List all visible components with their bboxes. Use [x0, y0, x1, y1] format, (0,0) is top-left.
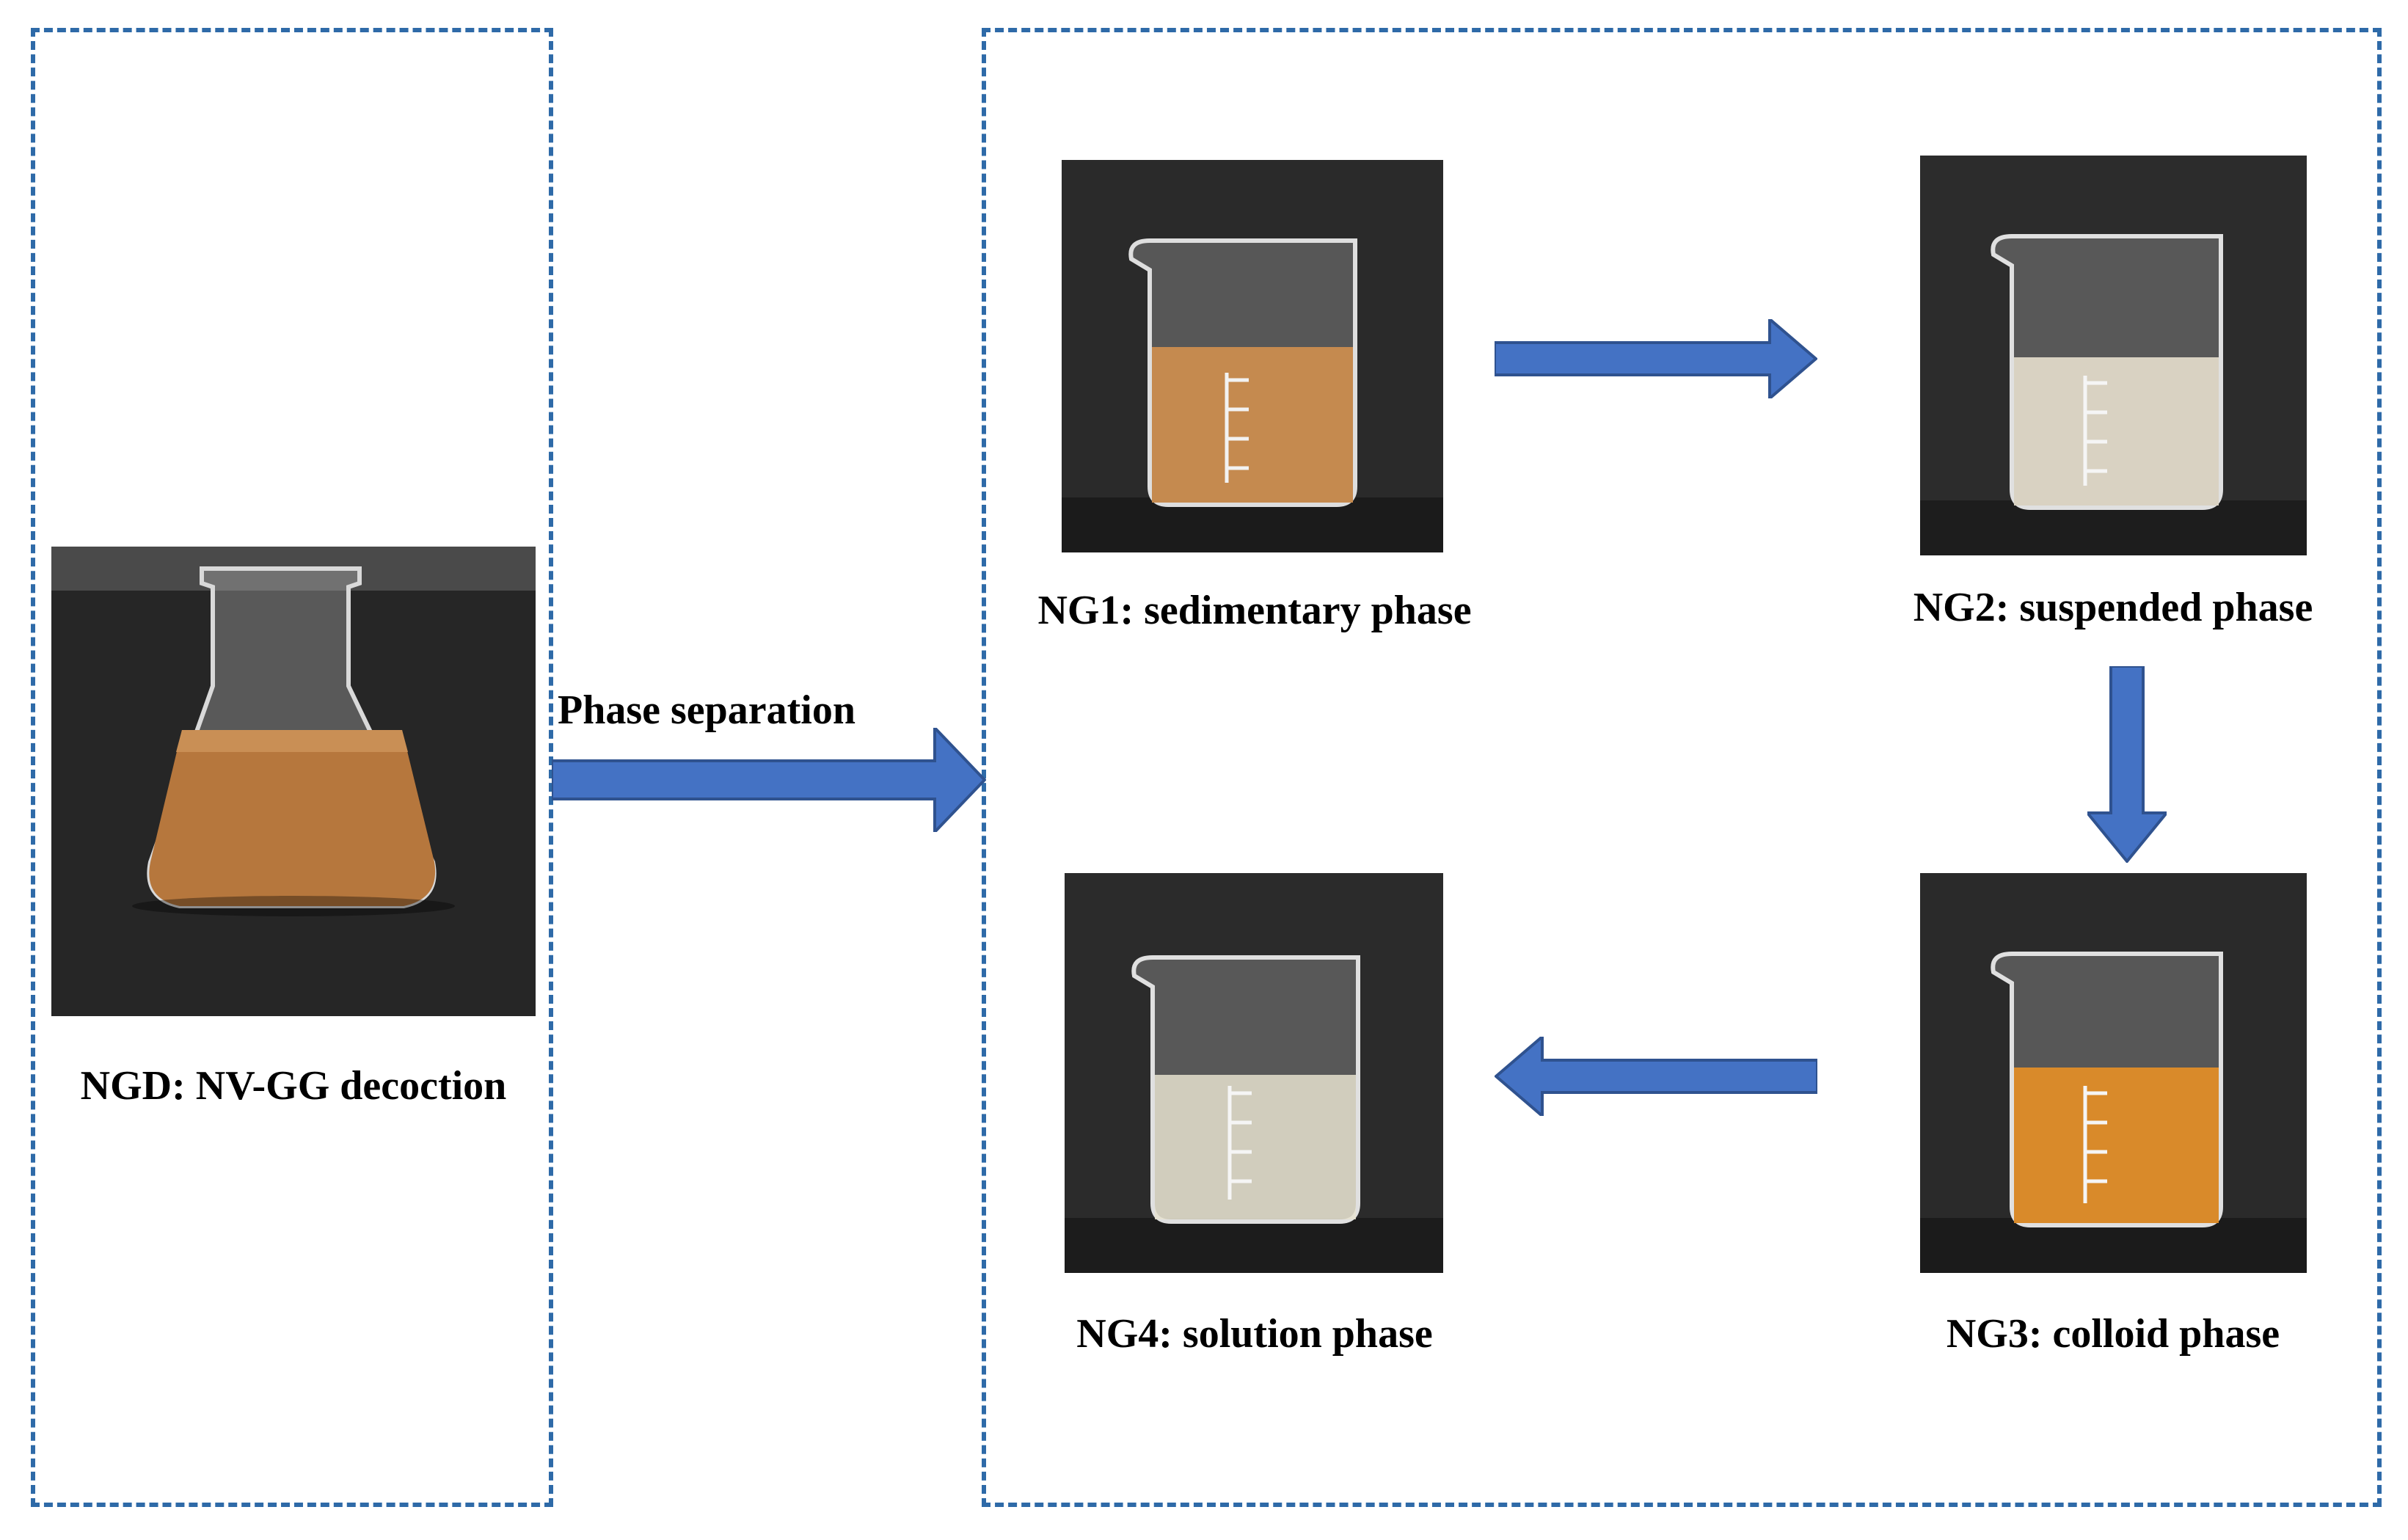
ngd-label: NGD: NV-GG decoction [80, 1063, 507, 1109]
right-panel [982, 28, 2382, 1507]
ngd-flask-photo [51, 547, 536, 1016]
ng2-beaker-photo [1920, 156, 2307, 555]
ng3-beaker-photo [1920, 873, 2307, 1273]
ng1-label: NG1: sedimentary phase [1037, 588, 1472, 633]
arrow-ng3-to-ng4 [1495, 1037, 1817, 1116]
ng3-label: NG3: colloid phase [1946, 1311, 2280, 1357]
ng2-label: NG2: suspended phase [1913, 585, 2313, 630]
arrow-ng1-to-ng2 [1495, 319, 1817, 398]
ng1-beaker-photo [1062, 160, 1443, 552]
phase-separation-arrow [552, 728, 986, 832]
phase-separation-label: Phase separation [558, 687, 855, 733]
ng4-beaker-photo [1065, 873, 1443, 1273]
arrow-ng2-to-ng3 [2087, 666, 2167, 863]
ng4-label: NG4: solution phase [1076, 1311, 1433, 1357]
left-panel [31, 28, 553, 1507]
